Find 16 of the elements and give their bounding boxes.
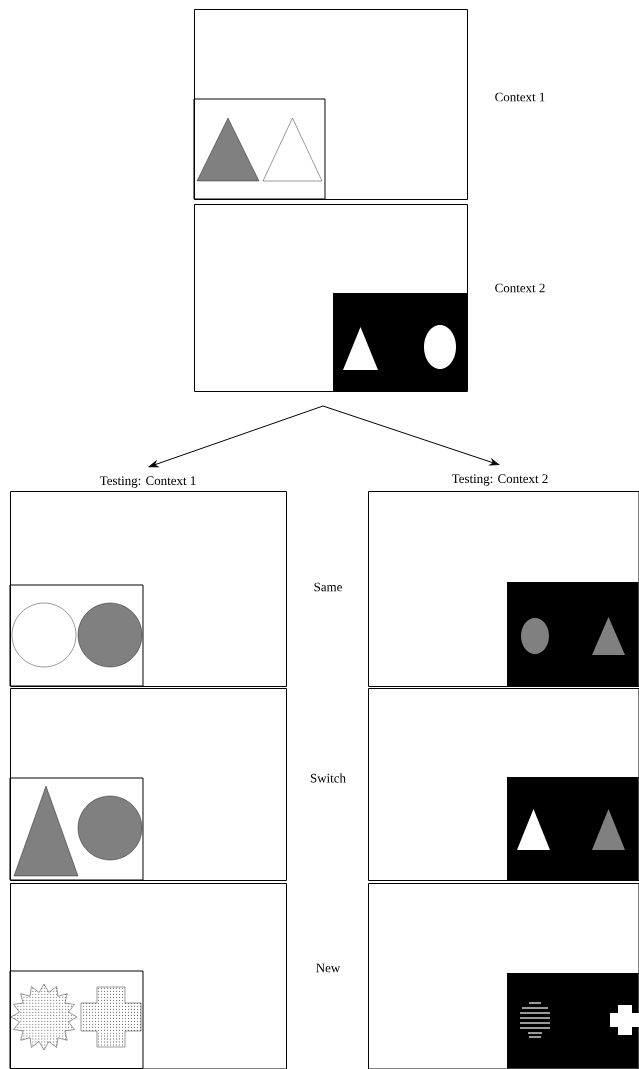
panel-box xyxy=(10,688,287,881)
panel-box xyxy=(368,688,639,881)
panel-box xyxy=(194,9,468,200)
panel-box xyxy=(194,204,468,392)
arrow xyxy=(322,405,500,466)
context-label: Context 1 xyxy=(495,92,545,102)
row-label: Switch xyxy=(310,773,346,783)
heading-text: Testing: Context 2 xyxy=(451,474,548,486)
row-label: Same xyxy=(314,582,342,592)
panel-box xyxy=(10,491,287,687)
arrow xyxy=(148,405,324,468)
context-label: Context 2 xyxy=(495,283,545,293)
row-label: New xyxy=(316,963,341,973)
panel-box xyxy=(368,491,639,687)
heading-text: Testing: Context 1 xyxy=(99,476,196,488)
panel-box xyxy=(10,883,287,1069)
